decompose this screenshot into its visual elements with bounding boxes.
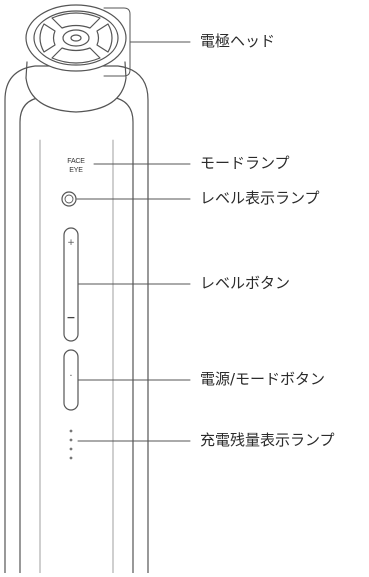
mode-text-eye: EYE — [69, 167, 83, 174]
callout-power-mode-button: 電源/モードボタン — [200, 370, 326, 388]
leader-line-electrode-head — [103, 7, 191, 77]
electrode-pad-top — [51, 12, 101, 29]
battery-lamp-dots — [69, 429, 73, 460]
electrode-pad-bottom — [51, 47, 101, 64]
callout-level-button: レベルボタン — [200, 274, 291, 292]
level-display-lamp-inner — [64, 194, 74, 204]
callout-electrode-head: 電極ヘッド — [200, 32, 276, 50]
electrode-pad-left — [39, 23, 56, 53]
electrode-center-inner — [70, 34, 82, 42]
callout-mode-lamp: モードランプ — [200, 154, 290, 172]
electrode-pad-right — [96, 23, 113, 53]
level-plus-label: + — [67, 238, 75, 248]
electrode-head-ring — [33, 10, 119, 66]
power-dot-label: · — [69, 371, 73, 382]
mode-text-face: FACE — [67, 158, 85, 165]
electrode-center-outer — [62, 29, 90, 47]
callout-level-display-lamp: レベル表示ランプ — [200, 189, 320, 207]
level-minus-label: − — [66, 311, 76, 324]
leader-lines — [76, 7, 191, 442]
electrode-head-outer — [25, 4, 127, 72]
electrode-head-neck — [25, 77, 127, 113]
device-body-center-line — [39, 139, 114, 574]
level-display-lamp-outer — [61, 191, 77, 207]
callout-battery-lamp: 充電残量表示ランプ — [200, 431, 335, 449]
